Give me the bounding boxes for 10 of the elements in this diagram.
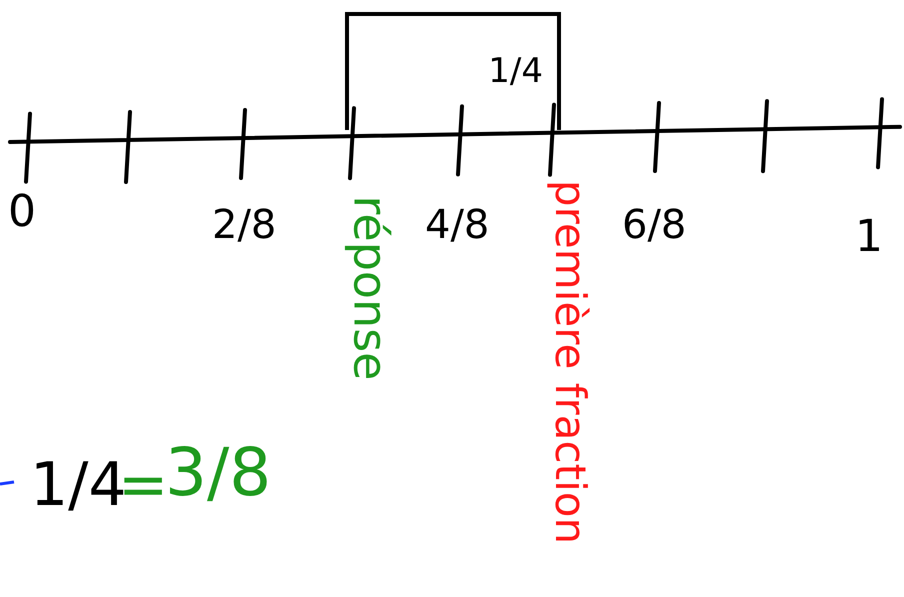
vertical-annotation: réponse — [346, 195, 393, 380]
tick-label: 0 — [8, 190, 36, 234]
vertical-annotation: première fraction — [549, 180, 592, 544]
tick-label: 6/8 — [622, 205, 686, 245]
tick-label: 2/8 — [212, 205, 276, 245]
tick-label: 1 — [855, 215, 883, 259]
bracket-box — [345, 12, 561, 130]
fraction-text: 3/8 — [165, 440, 272, 506]
tick-label: 4/8 — [425, 205, 490, 245]
fraction-label: 1/4 — [488, 54, 543, 88]
